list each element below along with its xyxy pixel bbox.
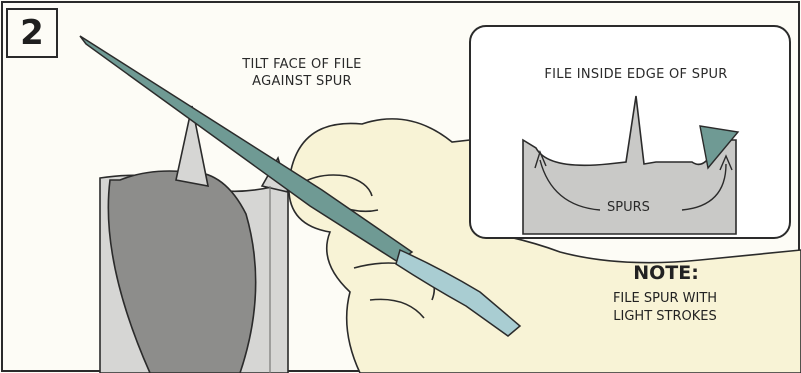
step-number: 2 bbox=[6, 8, 58, 58]
tilt-caption-line2: AGAINST SPUR bbox=[222, 73, 382, 90]
drill-bit bbox=[100, 106, 288, 373]
note-line1: FILE SPUR WITH bbox=[570, 290, 760, 308]
tilt-caption-line1: TILT FACE OF FILE bbox=[222, 56, 382, 73]
note-line2: LIGHT STROKES bbox=[570, 308, 760, 326]
note-title: NOTE: bbox=[596, 262, 736, 284]
tilt-caption: TILT FACE OF FILE AGAINST SPUR bbox=[222, 56, 382, 90]
note-body: FILE SPUR WITH LIGHT STROKES bbox=[570, 290, 760, 326]
inset-title: FILE INSIDE EDGE OF SPUR bbox=[486, 66, 786, 83]
spurs-label: SPURS bbox=[603, 200, 654, 215]
